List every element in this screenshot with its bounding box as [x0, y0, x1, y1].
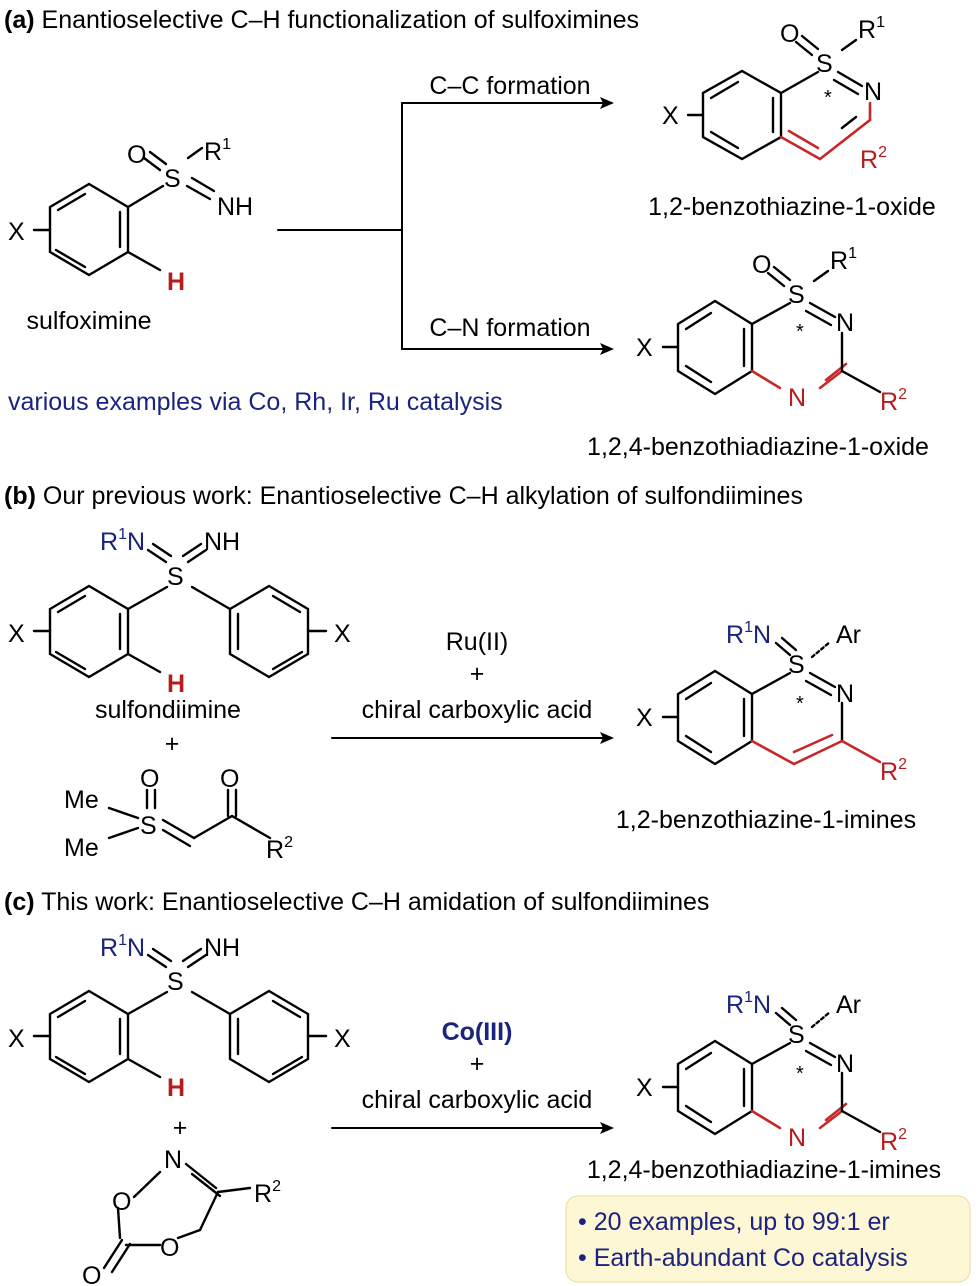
- atom-Ar: Ar: [836, 621, 861, 649]
- route-cn-label: C–N formation: [429, 314, 590, 342]
- atom-H-red: H: [167, 670, 185, 698]
- atom-Ar: Ar: [836, 991, 861, 1019]
- panel-a: (a) Enantioselective C–H functionalizati…: [4, 6, 936, 461]
- panel-c: (c) This work: Enantioselective C–H amid…: [4, 888, 971, 1286]
- atom-R2: R2: [266, 834, 293, 864]
- benzothiadiazine-oxide-structure: [661, 265, 882, 396]
- atom-X: X: [8, 218, 25, 246]
- product-top-label: 1,2-benzothiazine-1-oxide: [648, 193, 936, 221]
- atom-NH: NH: [204, 528, 240, 556]
- panel-a-title: (a) Enantioselective C–H functionalizati…: [4, 6, 639, 34]
- plus-sign: +: [165, 730, 180, 758]
- atom-X: X: [8, 1025, 25, 1053]
- stereocenter-star: *: [824, 87, 832, 109]
- reagent-plus: +: [470, 1050, 485, 1078]
- reagent-ru: Ru(II): [446, 628, 509, 656]
- atom-R1N: R1N: [100, 932, 145, 962]
- atom-X: X: [334, 1025, 351, 1053]
- atom-N: N: [864, 78, 882, 106]
- product-label: 1,2-benzothiazine-1-imines: [616, 806, 916, 834]
- atom-N-red: N: [788, 384, 806, 412]
- reagent-co: Co(III): [442, 1018, 513, 1046]
- atom-X: X: [8, 620, 25, 648]
- atom-H-red: H: [167, 1074, 185, 1102]
- atom-S: S: [164, 165, 181, 193]
- atom-S: S: [167, 563, 184, 591]
- highlight-examples: • 20 examples, up to 99:1 er: [578, 1208, 890, 1236]
- sulfondiimine-structure: [32, 542, 328, 679]
- panel-b: (b) Our previous work: Enantioselective …: [4, 482, 916, 864]
- substrate-label: sulfondiimine: [95, 696, 241, 724]
- benzothiazine-imine-structure: [661, 636, 882, 766]
- stereocenter-star: *: [796, 1063, 804, 1085]
- atom-R2-red: R2: [880, 1126, 907, 1156]
- stereocenter-star: *: [796, 693, 804, 715]
- product-bottom-label: 1,2,4-benzothiadiazine-1-oxide: [587, 433, 929, 461]
- atom-R1: R1: [830, 245, 857, 275]
- atom-O: O: [752, 251, 771, 279]
- reagent-plus: +: [470, 660, 485, 688]
- benzothiazine-oxide-structure: [686, 34, 872, 161]
- atom-N: N: [836, 1050, 854, 1078]
- atom-O: O: [780, 20, 799, 48]
- atom-O: O: [112, 1188, 131, 1216]
- benzothiadiazine-imine-structure: [661, 1006, 882, 1136]
- atom-Me: Me: [64, 786, 99, 814]
- atom-S: S: [167, 968, 184, 996]
- atom-S: S: [816, 50, 833, 78]
- atom-R1: R1: [204, 136, 231, 166]
- atom-NH: NH: [217, 193, 253, 221]
- atom-S: S: [788, 651, 805, 679]
- atom-O: O: [82, 1262, 101, 1286]
- catalysis-note: various examples via Co, Rh, Ir, Ru cata…: [8, 388, 503, 416]
- substrate-label: sulfoximine: [26, 307, 151, 335]
- reagent-acid: chiral carboxylic acid: [362, 696, 593, 724]
- atom-O: O: [140, 765, 159, 793]
- atom-S: S: [788, 281, 805, 309]
- plus-sign: +: [173, 1114, 188, 1142]
- atom-Me: Me: [64, 834, 99, 862]
- dioxazolone-structure: [102, 1162, 252, 1274]
- reagent-acid: chiral carboxylic acid: [362, 1086, 593, 1114]
- stereocenter-star: *: [796, 321, 804, 343]
- atom-N: N: [836, 309, 854, 337]
- atom-O: O: [160, 1234, 179, 1262]
- sulfondiimine-structure: [32, 947, 328, 1084]
- sulfoxonium-ylide-structure: [107, 788, 272, 848]
- highlight-cobalt: • Earth-abundant Co catalysis: [578, 1244, 908, 1272]
- atom-N: N: [836, 680, 854, 708]
- atom-R2-red: R2: [880, 386, 907, 416]
- atom-X: X: [636, 704, 653, 732]
- atom-S: S: [788, 1021, 805, 1049]
- panel-c-title: (c) This work: Enantioselective C–H amid…: [4, 888, 709, 916]
- atom-S: S: [140, 812, 157, 840]
- highlight-box: [565, 1195, 971, 1283]
- panel-b-title: (b) Our previous work: Enantioselective …: [4, 482, 803, 510]
- atom-X: X: [636, 334, 653, 362]
- branch-arrows: [277, 97, 614, 355]
- atom-X: X: [662, 102, 679, 130]
- atom-O: O: [220, 765, 239, 793]
- product-label: 1,2,4-benzothiadiazine-1-imines: [587, 1156, 941, 1184]
- atom-N: N: [164, 1146, 182, 1174]
- atom-O: O: [127, 141, 146, 169]
- route-cc-label: C–C formation: [429, 72, 590, 100]
- atom-R1N: R1N: [726, 989, 771, 1019]
- atom-R1N: R1N: [726, 619, 771, 649]
- atom-NH: NH: [204, 934, 240, 962]
- atom-N-red: N: [788, 1124, 806, 1152]
- atom-X: X: [334, 620, 351, 648]
- sulfoximine-structure: [32, 146, 216, 277]
- atom-R2: R2: [254, 1178, 281, 1208]
- atom-R1: R1: [858, 14, 885, 44]
- atom-H-red: H: [167, 268, 185, 296]
- atom-X: X: [636, 1074, 653, 1102]
- atom-R2-red: R2: [880, 756, 907, 786]
- atom-R2-red: R2: [860, 144, 887, 174]
- atom-R1N: R1N: [100, 526, 145, 556]
